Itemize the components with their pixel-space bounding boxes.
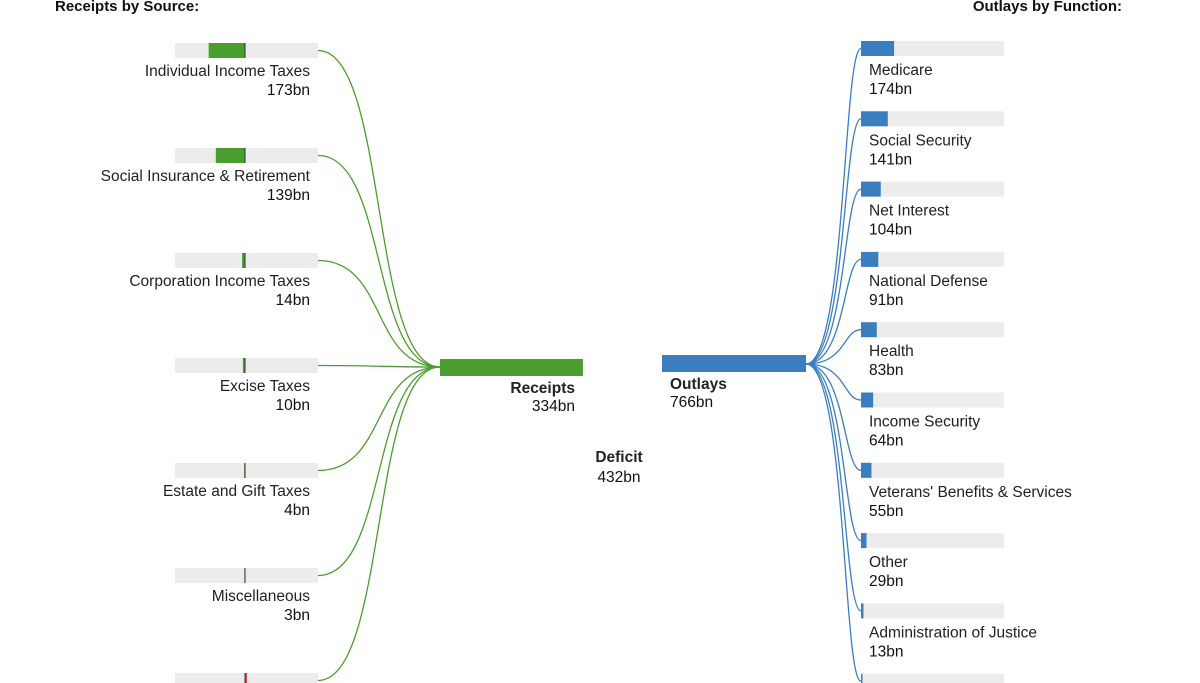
- outlay-value-4: 83bn: [869, 362, 903, 379]
- flow-links: [317, 47, 862, 682]
- receipt-label-1: Social Insurance & Retirement: [101, 168, 311, 185]
- outlay-label-0: Medicare: [869, 62, 933, 79]
- receipt-bar-0: [208, 43, 245, 58]
- receipt-bar-1: [215, 148, 245, 163]
- outlay-track-5: [861, 392, 1004, 408]
- outlay-link-5: [805, 363, 862, 401]
- outlay-bar-6: [861, 462, 872, 478]
- outlay-track-3: [861, 251, 1004, 267]
- outlay-track-6: [861, 462, 1004, 478]
- receipt-label-2: Corporation Income Taxes: [129, 273, 310, 290]
- receipt-link-1: [317, 154, 441, 368]
- outlays-total-value: 766bn: [670, 394, 713, 411]
- outlay-bar-1: [861, 111, 888, 127]
- outlay-label-8: Administration of Justice: [869, 624, 1037, 641]
- outlay-value-5: 64bn: [869, 433, 903, 450]
- receipt-value-4: 4bn: [284, 502, 310, 519]
- outlay-link-8: [805, 363, 862, 612]
- outlay-link-2: [805, 188, 862, 365]
- outlay-label-3: National Defense: [869, 273, 988, 290]
- outlay-bar-3: [861, 251, 879, 267]
- receipt-bar-6: [245, 673, 247, 683]
- outlay-label-5: Income Security: [869, 414, 980, 431]
- receipt-value-3: 10bn: [276, 397, 310, 414]
- receipt-link-6: [317, 366, 441, 682]
- outlay-link-1: [805, 118, 862, 365]
- outlay-link-7: [805, 363, 862, 542]
- outlay-track-0: [861, 41, 1004, 56]
- outlay-track-4: [861, 322, 1004, 338]
- outlay-bar-0: [861, 41, 895, 56]
- receipt-label-3: Excise Taxes: [220, 378, 310, 395]
- deficit-label: Deficit: [595, 449, 642, 466]
- receipt-link-2: [317, 259, 441, 368]
- receipts-total-value: 334bn: [532, 398, 575, 415]
- labels-layer: Receipts by Source: Outlays by Function:…: [55, 0, 1122, 660]
- bars-layer: [175, 41, 1004, 683]
- outlay-value-0: 174bn: [869, 81, 912, 98]
- outlay-link-3: [805, 258, 862, 365]
- receipts-heading: Receipts by Source:: [55, 0, 199, 15]
- receipts-total-label: Receipts: [510, 380, 575, 397]
- receipt-value-0: 173bn: [267, 82, 310, 99]
- outlay-link-4: [805, 329, 862, 365]
- outlay-label-6: Veterans' Benefits & Services: [869, 484, 1072, 501]
- outlay-link-6: [805, 363, 862, 471]
- receipt-link-0: [317, 49, 441, 368]
- outlay-label-4: Health: [869, 343, 914, 360]
- outlay-label-1: Social Security: [869, 132, 972, 149]
- outlay-bar-5: [861, 392, 874, 408]
- outlay-value-1: 141bn: [869, 151, 912, 168]
- outlay-link-9: [805, 363, 862, 682]
- outlay-label-7: Other: [869, 554, 908, 571]
- receipt-value-5: 3bn: [284, 607, 310, 624]
- outlay-track-2: [861, 181, 1004, 197]
- receipt-link-4: [317, 366, 441, 472]
- receipt-label-5: Miscellaneous: [212, 588, 310, 605]
- receipt-track-3: [175, 358, 318, 373]
- deficit-value: 432bn: [597, 469, 640, 486]
- outlay-link-0: [805, 47, 862, 365]
- receipt-track-5: [175, 568, 318, 583]
- outlay-value-2: 104bn: [869, 222, 912, 239]
- receipt-track-2: [175, 253, 318, 268]
- outlay-bar-7: [861, 533, 867, 549]
- receipt-bar-2: [242, 253, 245, 268]
- receipt-bar-3: [242, 358, 245, 373]
- outlay-bar-2: [861, 181, 881, 197]
- outlays-total-bar: [662, 355, 807, 372]
- receipts-total-bar: [440, 359, 583, 376]
- outlays-heading: Outlays by Function:: [973, 0, 1122, 15]
- receipt-link-5: [317, 366, 441, 577]
- outlay-value-8: 13bn: [869, 643, 903, 660]
- outlays-total-label: Outlays: [670, 376, 727, 393]
- receipt-label-4: Estate and Gift Taxes: [163, 483, 310, 500]
- outlay-track-7: [861, 533, 1004, 549]
- receipt-track-0: [175, 43, 318, 58]
- outlay-bar-9: [861, 673, 863, 683]
- outlay-value-7: 29bn: [869, 573, 903, 590]
- outlay-label-2: Net Interest: [869, 203, 950, 220]
- outlay-bar-4: [861, 322, 877, 338]
- outlay-value-3: 91bn: [869, 292, 903, 309]
- receipt-value-2: 14bn: [276, 292, 310, 309]
- receipt-track-1: [175, 148, 318, 163]
- receipt-link-3: [317, 364, 441, 368]
- receipt-track-4: [175, 463, 318, 478]
- outlay-track-8: [861, 603, 1004, 619]
- receipt-label-0: Individual Income Taxes: [145, 63, 310, 80]
- outlay-bar-8: [861, 603, 864, 619]
- outlay-track-1: [861, 111, 1004, 127]
- outlay-value-6: 55bn: [869, 503, 903, 520]
- receipt-value-1: 139bn: [267, 187, 310, 204]
- outlay-track-9: [861, 673, 1004, 683]
